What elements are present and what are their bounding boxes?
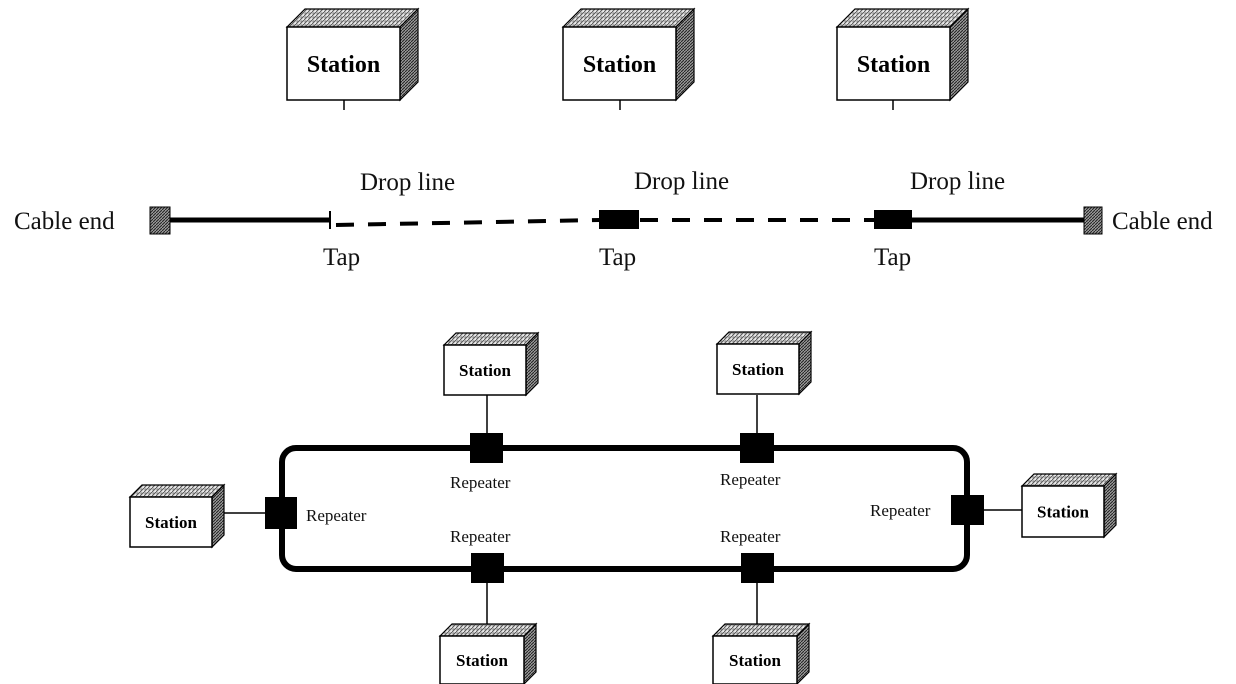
station-label: Station (583, 52, 656, 78)
tap-label-1: Tap (323, 244, 360, 271)
cable-end-left-block (149, 206, 171, 235)
station-label: Station (1037, 503, 1090, 522)
bus-station-1: Station (285, 7, 420, 102)
repeater-label-top-2: Repeater (720, 470, 781, 489)
tap-label-2: Tap (599, 244, 636, 271)
repeater-label-left: Repeater (306, 506, 367, 525)
station-front-face (439, 635, 525, 684)
ring-station-top-2: Station (715, 330, 813, 396)
station-top-face (438, 623, 538, 637)
ring-station-right: Station (1020, 472, 1118, 539)
cable-end-right-block (1083, 206, 1103, 235)
station-label: Station (857, 52, 930, 78)
cable-end-left-label: Cable end (14, 208, 115, 235)
station-front-face (562, 26, 677, 101)
ring-station-bottom-1: Station (438, 622, 538, 684)
repeater-label-top-1: Repeater (450, 473, 511, 492)
station-front-face (443, 344, 527, 396)
tap-3-block (874, 210, 912, 229)
tap-label-3: Tap (874, 244, 911, 271)
repeater-label-bottom-1: Repeater (450, 527, 511, 546)
station-front-face (1021, 485, 1105, 538)
ring-station-left: Station (128, 483, 226, 549)
repeater-label-bottom-2: Repeater (720, 527, 781, 546)
tap-2-block (599, 210, 639, 229)
station-label: Station (307, 52, 380, 78)
ring-station-top-1: Station (442, 331, 540, 397)
repeater-label-right: Repeater (870, 501, 931, 520)
station-top-face (715, 331, 813, 345)
station-label: Station (459, 361, 512, 380)
ring-topology: Repeater Repeater Repeater Repeater Repe… (128, 330, 1118, 684)
repeater-bottom-1 (471, 553, 504, 583)
station-top-face (285, 8, 420, 28)
station-top-face (128, 484, 226, 498)
station-side-face (1103, 472, 1117, 539)
station-label: Station (729, 651, 782, 670)
station-label: Station (145, 513, 198, 532)
ring-cable (279, 445, 970, 572)
bus-topology: Cable end Cable end Drop line Drop line … (14, 7, 1213, 271)
station-front-face (712, 635, 798, 684)
bus-cable-dashed (335, 218, 601, 227)
station-top-face (442, 332, 540, 346)
station-label: Station (456, 651, 509, 670)
drop-line-label-2: Drop line (634, 168, 729, 195)
drop-line-label-1: Drop line (360, 169, 455, 196)
station-top-face (835, 8, 970, 28)
repeater-top-1 (470, 433, 503, 463)
repeater-bottom-2 (741, 553, 774, 583)
station-front-face (716, 343, 800, 395)
bus-station-2: Station (561, 7, 696, 102)
station-front-face (286, 26, 401, 101)
station-front-face (129, 496, 213, 548)
station-top-face (1020, 473, 1118, 487)
station-top-face (711, 623, 811, 637)
repeater-top-2 (740, 433, 774, 463)
repeater-left (265, 497, 297, 529)
bus-station-3: Station (835, 7, 970, 102)
bus-stations: Station Station Station (285, 7, 970, 102)
station-front-face (836, 26, 951, 101)
station-label: Station (732, 360, 785, 379)
ring-station-bottom-2: Station (711, 622, 811, 684)
station-top-face (561, 8, 696, 28)
repeater-right (951, 495, 984, 525)
cable-end-right-label: Cable end (1112, 208, 1213, 235)
drop-line-label-3: Drop line (910, 168, 1005, 195)
